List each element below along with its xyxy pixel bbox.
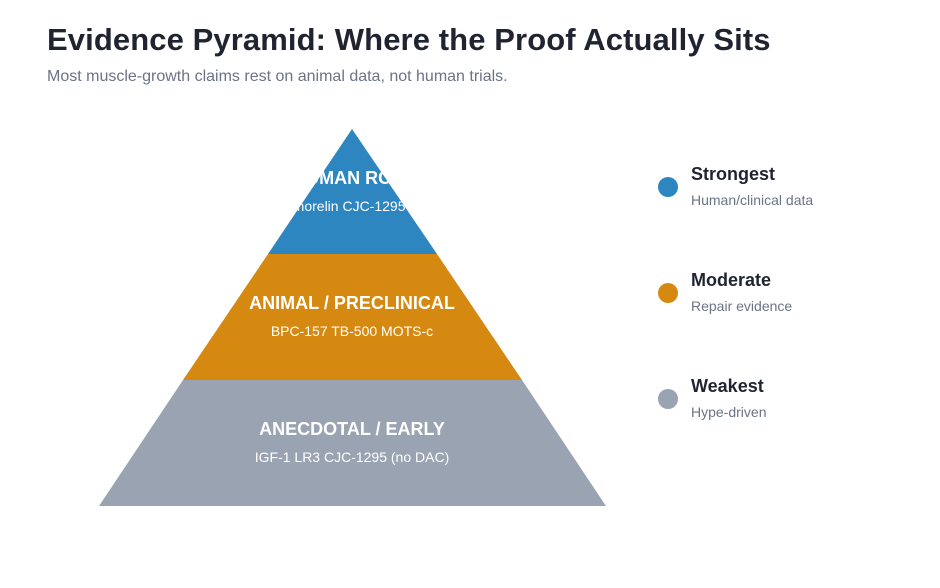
tier-human-items: Tesamorelin CJC-1295 + Ipa [263,198,441,214]
legend-desc-moderate: Repair evidence [691,298,793,314]
legend-label-weakest: Weakest [691,376,764,396]
legend-label-strongest: Strongest [691,164,776,184]
page-title: Evidence Pyramid: Where the Proof Actual… [47,22,771,57]
tier-human-shape [268,129,437,254]
legend-dot-weakest [658,389,678,409]
tier-animal-items: BPC-157 TB-500 MOTS-c [271,323,433,339]
tier-anecdotal-shape [99,380,606,506]
legend-dot-strongest [658,177,678,197]
tier-animal-title: ANIMAL / PRECLINICAL [249,293,455,313]
legend-desc-strongest: Human/clinical data [691,192,814,208]
pyramid-tier-human: HUMAN RCTs Tesamorelin CJC-1295 + Ipa [263,129,441,254]
legend-desc-weakest: Hype-driven [691,404,767,420]
tier-anecdotal-items: IGF-1 LR3 CJC-1295 (no DAC) [255,449,450,465]
tier-animal-shape [183,254,522,380]
legend-dot-moderate [658,283,678,303]
tier-anecdotal-title: ANECDOTAL / EARLY [259,419,445,439]
tier-human-title: HUMAN RCTs [293,168,411,188]
page-subtitle: Most muscle-growth claims rest on animal… [47,68,508,85]
pyramid-tier-anecdotal: ANECDOTAL / EARLY IGF-1 LR3 CJC-1295 (no… [99,380,606,506]
legend-label-moderate: Moderate [691,270,772,290]
pyramid-tier-animal: ANIMAL / PRECLINICAL BPC-157 TB-500 MOTS… [183,254,522,380]
